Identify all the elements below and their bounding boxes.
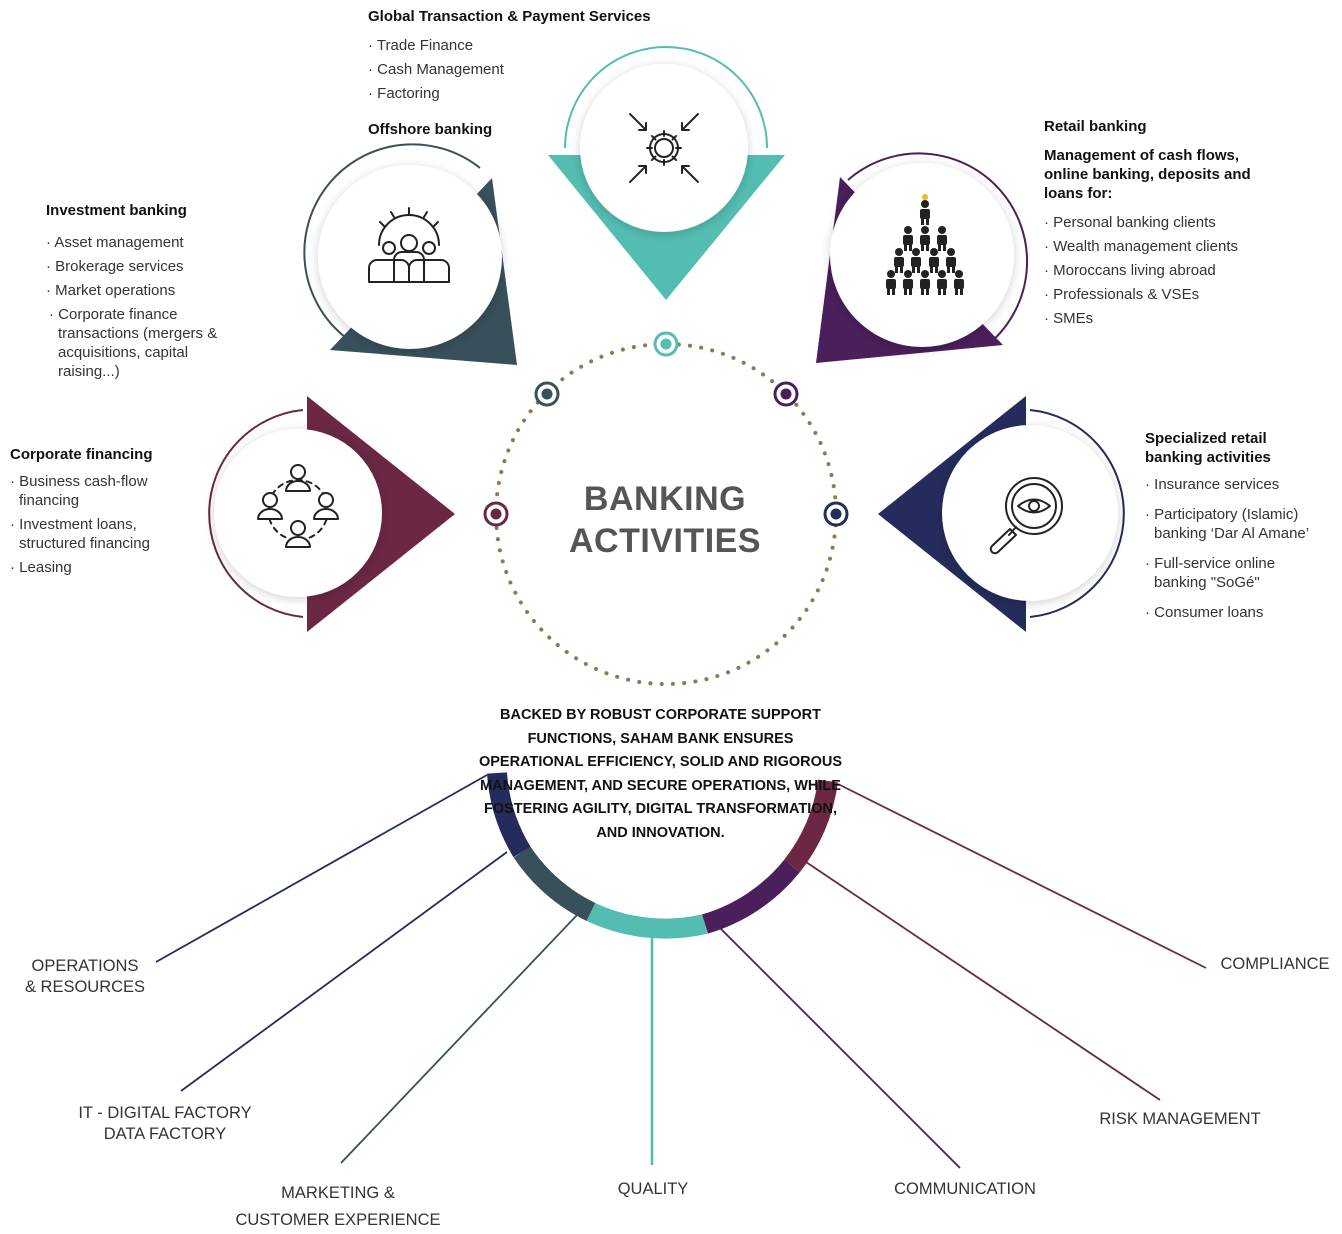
offshore-title: Offshore banking [368, 121, 493, 138]
specialized-item: Consumer loans [1145, 603, 1340, 622]
corporate-block: Corporate financing Business cash-flow f… [10, 445, 188, 582]
retail-item: Personal banking clients [1044, 213, 1294, 232]
converging-arrows-gear-icon [629, 113, 699, 183]
node-corporate [208, 396, 455, 632]
corporate-title: Corporate financing [10, 446, 153, 463]
function-risk-line1: RISK MANAGEMENT [1099, 1110, 1261, 1128]
node-retail [816, 152, 1029, 363]
specialized-block: Specialized retail banking activities In… [1145, 429, 1340, 627]
node-offshore [303, 143, 517, 365]
retail-item: Wealth management clients [1044, 237, 1294, 256]
gtps-item: Trade Finance [368, 36, 698, 55]
function-quality: QUALITY [583, 1179, 723, 1200]
function-operations-line1: OPERATIONS [31, 957, 139, 975]
function-marketing-line1: MARKETING & [281, 1184, 395, 1202]
function-marketing-line2: CUSTOMER EXPERIENCE [235, 1211, 441, 1229]
function-marketing: MARKETING & CUSTOMER EXPERIENCE [208, 1180, 468, 1234]
investment-item: Asset management [46, 233, 221, 252]
node-specialized [878, 396, 1125, 632]
gtps-block: Global Transaction & Payment Services Tr… [368, 7, 698, 108]
center-title-line1: BANKING [583, 480, 747, 518]
corporate-list: Business cash-flow financing Investment … [10, 472, 188, 577]
investment-title: Investment banking [46, 202, 187, 219]
corporate-item: Leasing [10, 558, 188, 577]
gtps-list: Trade Finance Cash Management Factoring [368, 36, 698, 103]
people-pyramid-icon [886, 194, 964, 295]
retail-block: Retail banking Management of cash flows,… [1044, 117, 1294, 333]
marker-offshore [534, 381, 560, 407]
retail-title: Retail banking [1044, 118, 1147, 135]
ring-markers [483, 331, 849, 527]
function-communication: COMMUNICATION [870, 1179, 1060, 1200]
retail-item: Moroccans living abroad [1044, 261, 1294, 280]
corporate-item: Business cash-flow financing [10, 472, 188, 510]
function-operations-line2: & RESOURCES [24, 978, 146, 996]
function-operations: OPERATIONS & RESOURCES [10, 956, 160, 998]
offshore-block: Offshore banking [368, 120, 568, 139]
investment-block: Investment banking Asset management Brok… [46, 201, 221, 386]
support-arc [487, 772, 838, 939]
function-compliance: COMPLIANCE [1208, 954, 1342, 975]
leader-lines [155, 774, 1207, 1169]
function-it: IT - DIGITAL FACTORY DATA FACTORY [55, 1103, 275, 1145]
marker-corporate [483, 501, 509, 527]
magnifier-eye-icon [989, 477, 1063, 555]
investment-item: Market operations [46, 281, 221, 300]
gtps-title: Global Transaction & Payment Services [368, 8, 651, 25]
center-title-line2: ACTIVITIES [568, 522, 762, 560]
function-compliance-line1: COMPLIANCE [1220, 955, 1330, 973]
retail-item: Professionals & VSEs [1044, 285, 1294, 304]
specialized-item: Participatory (Islamic) banking ‘Dar Al … [1145, 505, 1340, 543]
investment-list: Asset management Brokerage services Mark… [46, 233, 221, 381]
network-people-icon [257, 464, 339, 548]
function-risk: RISK MANAGEMENT [1075, 1109, 1285, 1130]
specialized-title: Specialized retail banking activities [1145, 430, 1271, 466]
specialized-item: Insurance services [1145, 475, 1340, 494]
gtps-item: Cash Management [368, 60, 698, 79]
gtps-item: Factoring [368, 84, 698, 103]
function-communication-line1: COMMUNICATION [894, 1180, 1036, 1198]
marker-specialized [823, 501, 849, 527]
investment-item: Corporate finance transactions (mergers … [46, 305, 221, 381]
function-quality-line1: QUALITY [617, 1180, 689, 1198]
retail-list: Personal banking clients Wealth manageme… [1044, 213, 1294, 328]
investment-item: Brokerage services [46, 257, 221, 276]
team-gear-icon [368, 207, 450, 283]
function-it-line1: IT - DIGITAL FACTORY [78, 1104, 252, 1122]
support-text: BACKED BY ROBUST CORPORATE SUPPORT FUNCT… [478, 707, 843, 841]
function-it-line2: DATA FACTORY [103, 1125, 227, 1143]
marker-retail [773, 381, 799, 407]
center-title: BANKING ACTIVITIES [525, 478, 805, 562]
specialized-item: Full-service online banking "SoGé" [1145, 554, 1319, 592]
retail-item: SMEs [1044, 309, 1294, 328]
marker-gtps [653, 331, 679, 357]
corporate-item: Investment loans, structured financing [10, 515, 188, 553]
retail-subtitle: Management of cash flows, online banking… [1044, 147, 1251, 202]
specialized-list: Insurance services Participatory (Islami… [1145, 475, 1340, 622]
